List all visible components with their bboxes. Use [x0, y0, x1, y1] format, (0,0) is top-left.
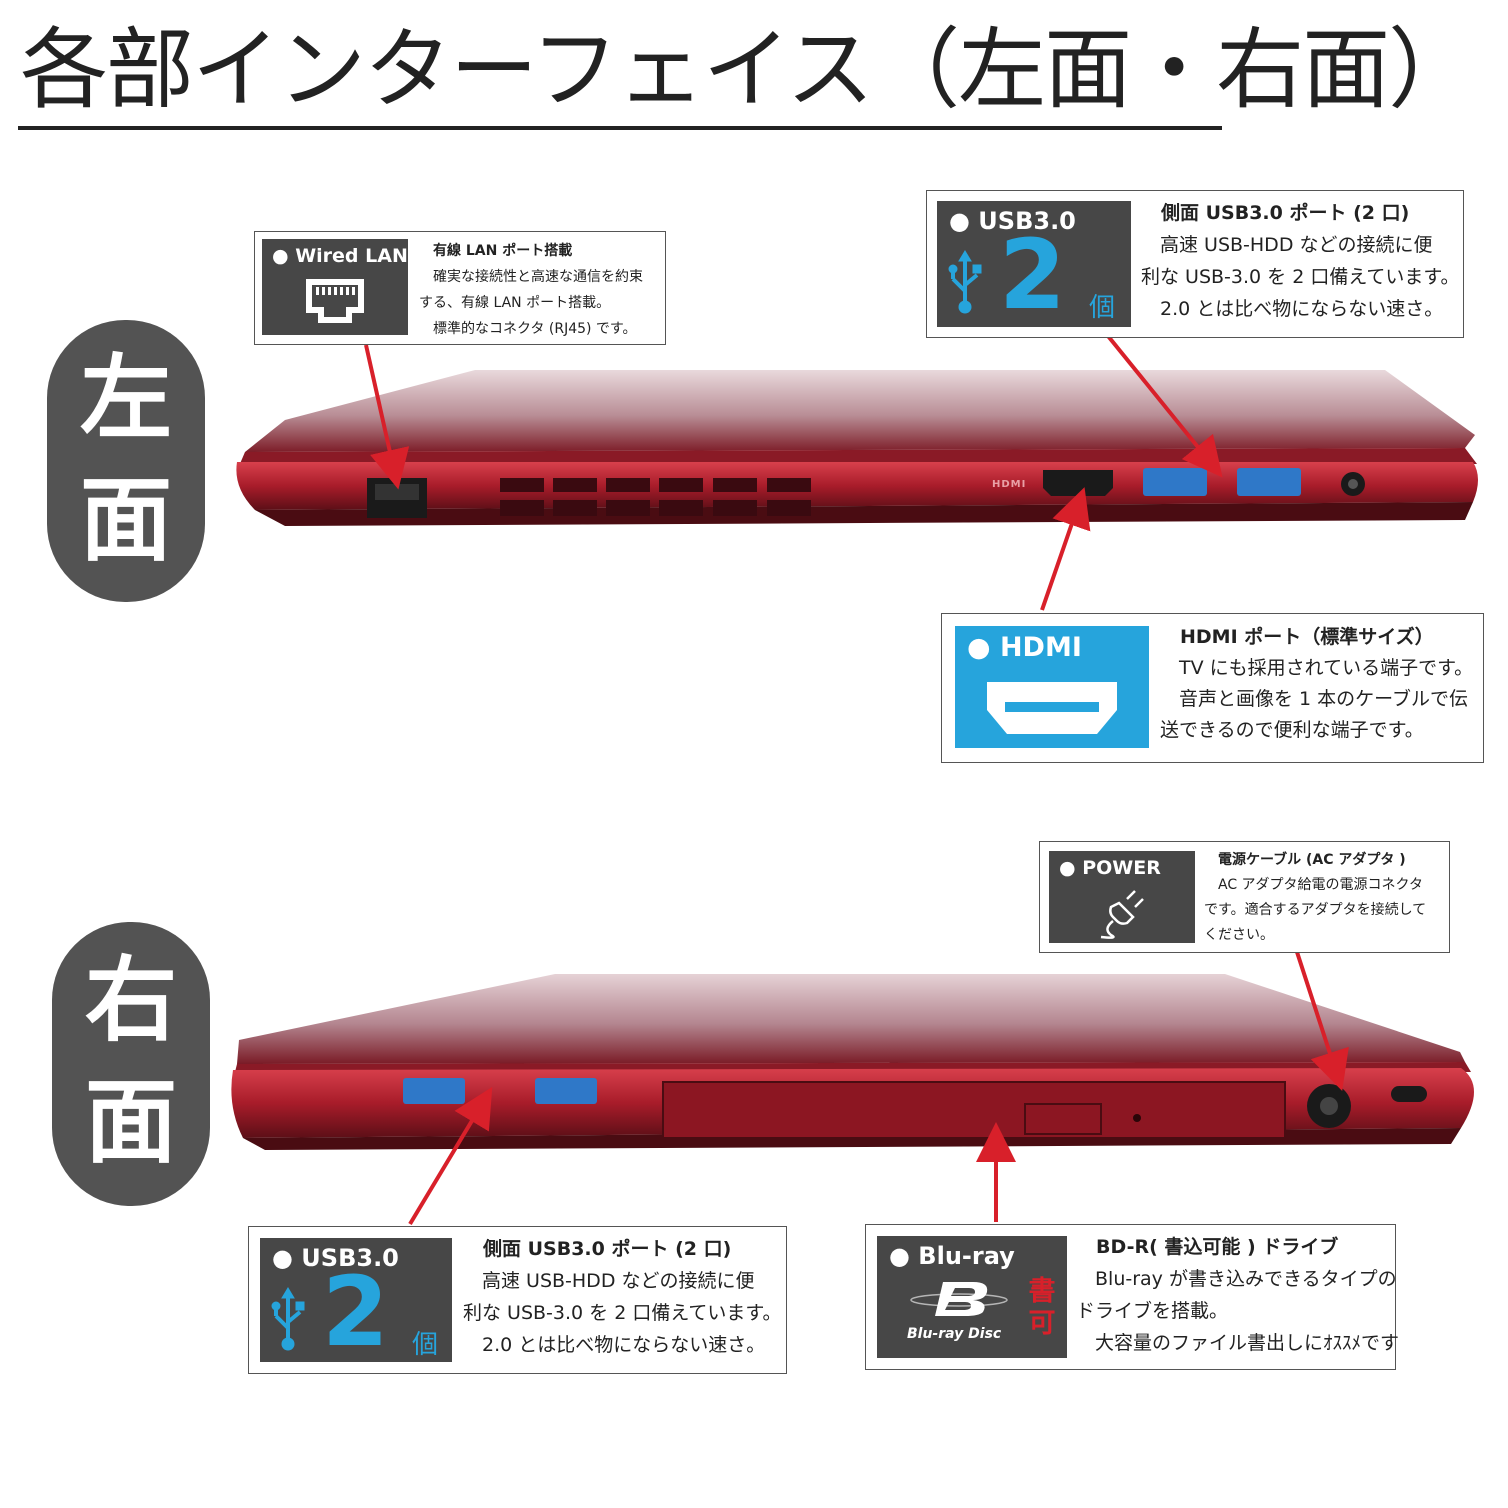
right-side-label: 右 面	[52, 922, 210, 1206]
title-underline	[18, 126, 1222, 130]
left-side-label: 左 面	[47, 320, 205, 602]
usb-right-heading: 側面 USB3.0 ポート (2 口)	[483, 1238, 732, 1260]
usb-left-description: 側面 USB3.0 ポート (2 口) 高速 USB-HDD などの接続に便 利…	[1141, 197, 1459, 325]
bluray-heading: BD-R( 書込可能 ) ドライブ	[1096, 1236, 1339, 1258]
hdmi-line-1: TV にも採用されている端子です。	[1160, 657, 1474, 679]
bluray-line-1: Blu-ray が書き込みできるタイプの	[1076, 1268, 1397, 1290]
wired-lan-heading: 有線 LAN ポート搭載	[433, 243, 573, 259]
usb-right-usb-icon	[271, 1287, 305, 1351]
hdmi-badge: ● HDMI	[955, 626, 1149, 748]
usb-left-count-unit: 個	[1089, 293, 1116, 323]
hdmi-heading: HDMI ポート（標準サイズ）	[1180, 626, 1434, 648]
wired-lan-description: 有線 LAN ポート搭載 確実な接続性と高速な通信を約束 する、有線 LAN ポ…	[419, 238, 643, 342]
hdmi-badge-title: ● HDMI	[967, 632, 1082, 663]
hdmi-port-icon	[987, 682, 1117, 734]
laptop-right-side-photo	[231, 974, 1474, 1150]
wired-lan-line-2: する、有線 LAN ポート搭載。	[419, 295, 611, 311]
bluray-writable-char-1: 書	[1028, 1276, 1056, 1307]
usb-right-count: 2	[322, 1256, 389, 1368]
hdmi-description: HDMI ポート（標準サイズ） TV にも採用されている端子です。 音声と画像を…	[1160, 622, 1473, 746]
bluray-description: BD-R( 書込可能 ) ドライブ Blu-ray が書き込みできるタイプの ド…	[1076, 1231, 1399, 1359]
usb-left-count: 2	[999, 219, 1066, 331]
power-line-3: ください。	[1204, 927, 1274, 943]
left-side-label-char-1: 左	[79, 345, 172, 452]
power-line-2: です。適合するアダプタを接続して	[1204, 902, 1427, 918]
hdmi-port-marking: HDMI	[992, 479, 1027, 490]
bluray-disc-logo-icon	[910, 1282, 1008, 1316]
power-heading: 電源ケーブル (AC アダプタ )	[1218, 852, 1406, 868]
power-line-1: AC アダプタ給電の電源コネクタ	[1204, 877, 1423, 893]
hdmi-line-2: 音声と画像を 1 本のケーブルで伝	[1160, 688, 1469, 710]
usb-left-usb-icon	[948, 250, 982, 314]
left-side-label-char-2: 面	[79, 467, 172, 574]
power-plug-icon	[1100, 890, 1144, 939]
usb-right-line-2: 利な USB-3.0 を 2 口備えています。	[463, 1302, 782, 1324]
usb-left-line-2: 利な USB-3.0 を 2 口備えています。	[1141, 266, 1460, 288]
wired-lan-line-1: 確実な接続性と高速な通信を約束	[419, 269, 643, 285]
usb-right-description: 側面 USB3.0 ポート (2 口) 高速 USB-HDD などの接続に便 利…	[463, 1233, 781, 1361]
bluray-writable-mark: 書 可	[1027, 1276, 1057, 1340]
hdmi-info-box: ● HDMI HDMI ポート（標準サイズ） TV にも採用されている端子です。…	[941, 613, 1484, 763]
usb-left-line-1: 高速 USB-HDD などの接続に便	[1141, 234, 1433, 256]
bluray-badge-title: ● Blu-ray	[889, 1242, 1015, 1270]
power-info-box: ● POWER 電源ケーブル (AC アダプタ ) AC アダプタ給電の電源コネ…	[1039, 841, 1450, 953]
wired-lan-badge: ● Wired LAN	[262, 239, 408, 335]
page-title: 各部インターフェイス（左面・右面）	[20, 18, 1476, 121]
usb-right-info-box: ● USB3.0 2 個 側面 USB3.0 ポート (2 口) 高速 USB-…	[248, 1226, 787, 1374]
bluray-line-3: 大容量のファイル書出しにｵｽｽﾒです	[1076, 1332, 1400, 1354]
hdmi-line-3: 送できるので便利な端子です。	[1160, 719, 1424, 741]
usb-right-badge: ● USB3.0 2 個	[260, 1238, 452, 1362]
usb-right-count-unit: 個	[412, 1330, 439, 1360]
usb-left-line-3: 2.0 とは比べ物にならない速さ。	[1141, 298, 1444, 320]
usb-right-badge-title: ● USB3.0	[272, 1244, 399, 1272]
usb-left-info-box: ● USB3.0 2 個 側面 USB3.0 ポート (2 口) 高速 USB-…	[926, 190, 1464, 338]
power-badge: ● POWER	[1049, 851, 1195, 943]
laptop-left-side-photo	[236, 370, 1478, 526]
wired-lan-badge-title: ● Wired LAN	[272, 245, 408, 267]
usb-left-badge: ● USB3.0 2 個	[937, 201, 1131, 327]
usb-right-line-1: 高速 USB-HDD などの接続に便	[463, 1270, 755, 1292]
right-side-label-char-1: 右	[84, 947, 177, 1054]
ethernet-port-icon	[306, 279, 364, 323]
usb-left-heading: 側面 USB3.0 ポート (2 口)	[1161, 202, 1410, 224]
bluray-badge: ● Blu-ray Blu-ray Disc 書 可	[877, 1236, 1067, 1358]
bluray-writable-char-2: 可	[1028, 1308, 1056, 1339]
wired-lan-line-3: 標準的なコネクタ (RJ45) です。	[419, 321, 637, 337]
bluray-line-2: ドライブを搭載。	[1076, 1300, 1229, 1322]
usb-right-line-3: 2.0 とは比べ物にならない速さ。	[463, 1334, 766, 1356]
bluray-logo-text: Blu-ray Disc	[907, 1326, 1002, 1342]
bluray-info-box: ● Blu-ray Blu-ray Disc 書 可 BD-R( 書込可能 ) …	[865, 1224, 1399, 1370]
usb-left-badge-title: ● USB3.0	[949, 207, 1076, 235]
wired-lan-info-box: ● Wired LAN 有線 LAN ポート搭載 確実な接続性と高速な通信を約束…	[254, 231, 666, 345]
power-description: 電源ケーブル (AC アダプタ ) AC アダプタ給電の電源コネクタ です。適合…	[1204, 848, 1426, 948]
right-side-label-char-2: 面	[84, 1069, 177, 1176]
power-badge-title: ● POWER	[1059, 857, 1161, 879]
